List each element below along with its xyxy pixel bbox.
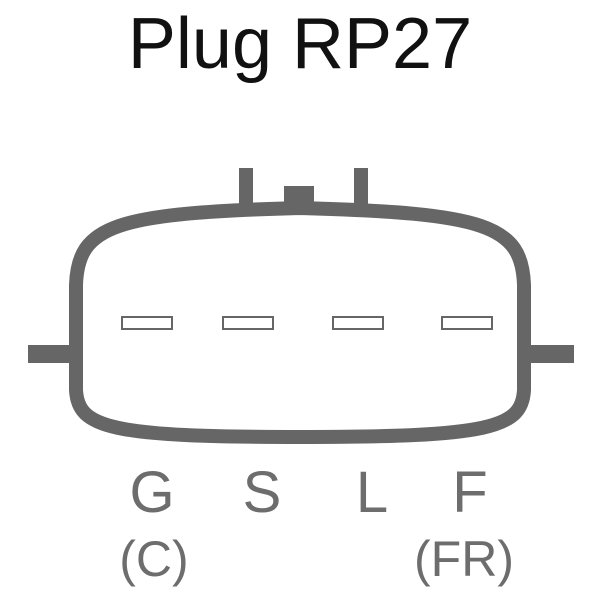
pin-label-l: L	[356, 460, 388, 525]
left-side-tab	[28, 345, 72, 363]
pin-slot-l	[332, 316, 384, 330]
pin-slot-g	[121, 316, 173, 330]
pin-sublabel-f: (FR)	[414, 531, 514, 587]
connector-body-outline	[69, 201, 531, 444]
top-latch-left-post	[239, 168, 253, 210]
pin-slot-s	[222, 316, 274, 330]
pin-slot-f	[441, 316, 493, 330]
pin-label-g: G	[129, 460, 174, 525]
pin-sublabel-g: (C)	[119, 531, 188, 587]
right-side-tab	[530, 345, 574, 363]
top-latch-right-post	[354, 168, 368, 210]
pin-label-s: S	[243, 460, 282, 525]
diagram-title: Plug RP27	[127, 4, 473, 84]
pin-label-f: F	[452, 460, 487, 525]
